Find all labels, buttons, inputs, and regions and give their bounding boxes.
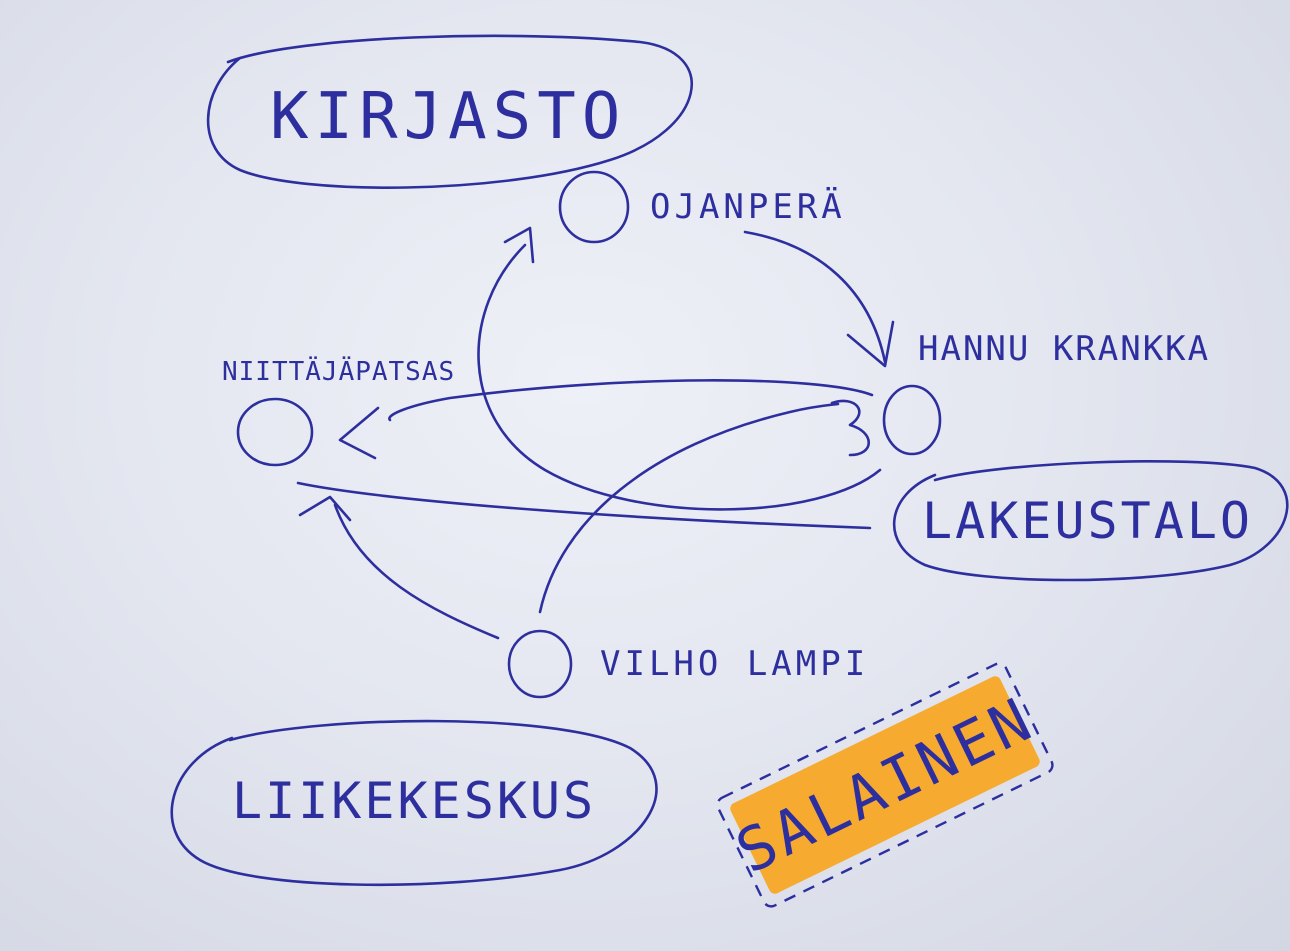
salainen-dashed-border	[716, 662, 1054, 908]
liikekeskus-label: LIIKEKESKUS	[232, 772, 596, 830]
niittaja-patsas-label: NIITTÄJÄPATSAS	[222, 355, 455, 387]
arrowhead-niittaja-patsas	[338, 406, 380, 460]
route-vilho-lampi-to-niittaja-patsas	[333, 503, 500, 640]
arrowhead-hannu-krankka	[846, 320, 895, 368]
arrowhead-ojanpera	[503, 226, 535, 264]
salainen-stamp: SALAINEN	[716, 662, 1054, 908]
hannu-krankka-label: HANNU KRANKKA	[918, 329, 1210, 369]
route-lakeustalo-to-ojanpera	[477, 243, 882, 511]
lakeustalo-ellipse	[892, 460, 1289, 582]
vilho-lampi-stop-circle	[507, 629, 573, 699]
kirjasto-label: KIRJASTO	[270, 80, 626, 154]
lakeustalo-label: LAKEUSTALO	[922, 492, 1253, 550]
liikekeskus-ellipse	[170, 719, 658, 887]
arrowhead-niittaja-patsas-lower	[298, 495, 352, 522]
niittaja-patsas-stop-circle	[236, 397, 314, 467]
ojanpera-label: OJANPERÄ	[650, 187, 846, 227]
route-vilho-lampi-to-hannu-krankka	[538, 402, 840, 614]
route-ojanpera-to-hannu-krankka	[743, 230, 887, 364]
ojanpera-stop-circle	[558, 170, 630, 244]
route-niittaja-patsas-to-lakeustalo	[296, 481, 872, 530]
route-curl-near-hannu-krankka	[830, 399, 870, 457]
salainen-highlight	[730, 676, 1040, 894]
hannu-krankka-stop-circle	[882, 384, 942, 456]
vilho-lampi-label: VILHO LAMPI	[600, 644, 869, 684]
kirjasto-ellipse	[206, 34, 693, 189]
route-hannu-krankka-to-niittaja-patsas	[388, 379, 874, 422]
